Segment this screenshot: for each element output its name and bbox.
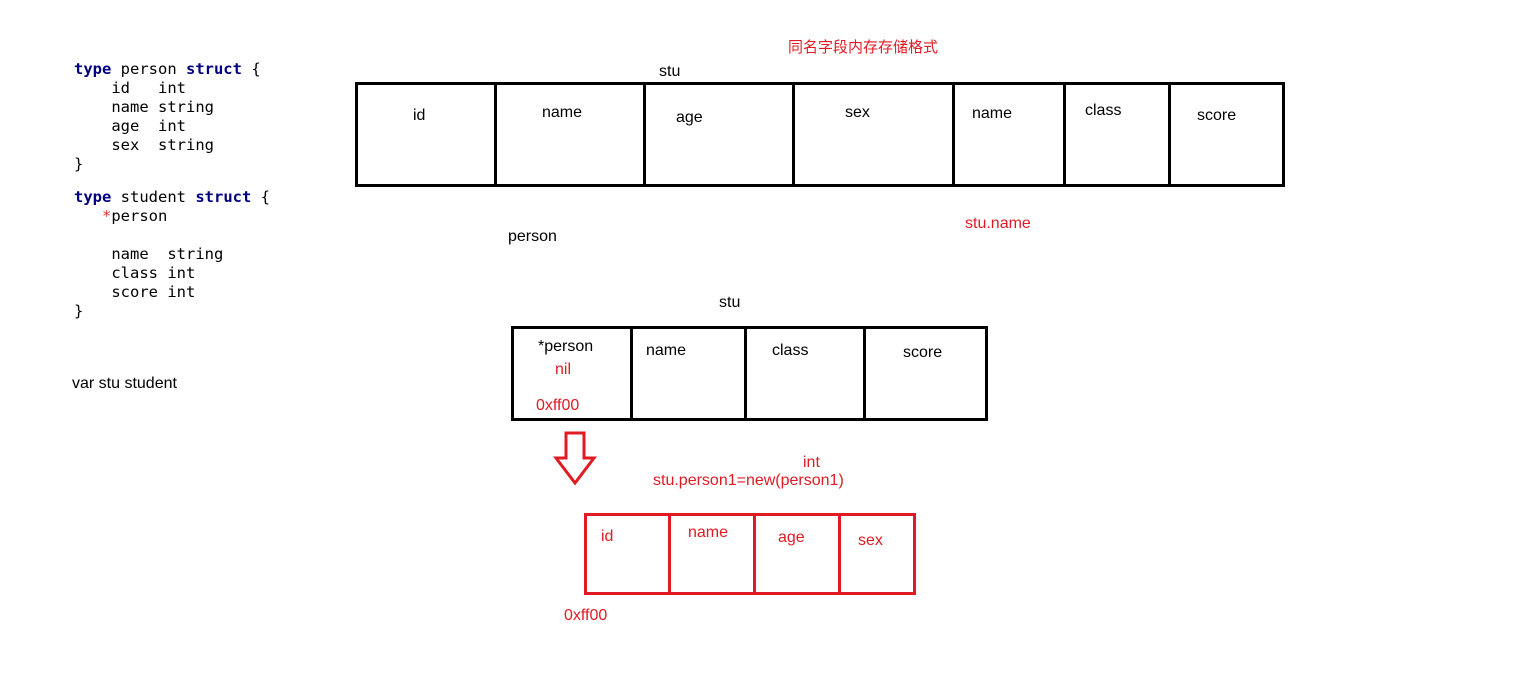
top-memory-table: id name age sex name class score	[355, 82, 1285, 187]
person-memory-table: id name age sex	[584, 513, 916, 595]
mid-cell-name: name	[633, 329, 747, 418]
student-embed-person: *person	[102, 207, 168, 225]
int-label: int	[803, 454, 820, 471]
person-field-sex: sex string	[111, 136, 214, 154]
top-cell-class: class	[1066, 85, 1171, 184]
new-expression: stu.person1=new(person1)	[653, 472, 844, 489]
mid-cell-class: class	[747, 329, 866, 418]
person-cell-age: age	[756, 516, 841, 592]
mid-memory-table: *person nil 0xff00 name class score	[511, 326, 988, 421]
top-cell-score: score	[1197, 107, 1237, 124]
top-cell-id: id	[358, 85, 497, 184]
mid-cell-score: score	[903, 344, 943, 361]
person-field-age: age int	[111, 117, 186, 135]
person-field-name: name string	[111, 98, 214, 116]
top-cell-sex: sex	[795, 85, 955, 184]
diagram-title: 同名字段内存存储格式	[788, 39, 939, 56]
student-struct-open: type student struct {	[74, 188, 270, 206]
mid-cell-person-pointer: *person nil 0xff00	[514, 329, 633, 418]
top-cell-name: name	[497, 85, 646, 184]
person-cell-sex: sex	[858, 532, 883, 549]
person-cell-name: name	[671, 516, 756, 592]
student-struct-close: }	[74, 302, 84, 320]
student-field-name: name string	[111, 245, 224, 263]
person-struct-open: type person struct {	[74, 60, 261, 78]
mid-table-label: stu	[719, 294, 741, 311]
top-cell-age: age	[646, 85, 795, 184]
person-cell-id: id	[587, 516, 671, 592]
down-arrow-icon	[553, 431, 597, 486]
top-cell-name-2: name	[955, 85, 1066, 184]
top-table-label: stu	[659, 63, 681, 80]
person-address-label: 0xff00	[564, 607, 608, 624]
person-struct-close: }	[74, 155, 84, 173]
student-field-score: score int	[111, 283, 196, 301]
person-label: person	[508, 228, 557, 245]
var-declaration: var stu student	[72, 375, 177, 392]
student-field-class: class int	[111, 264, 196, 282]
person-field-id: id int	[111, 79, 186, 97]
code-listing: type person struct { id int name string …	[74, 60, 270, 321]
stu-name-label: stu.name	[965, 215, 1031, 232]
